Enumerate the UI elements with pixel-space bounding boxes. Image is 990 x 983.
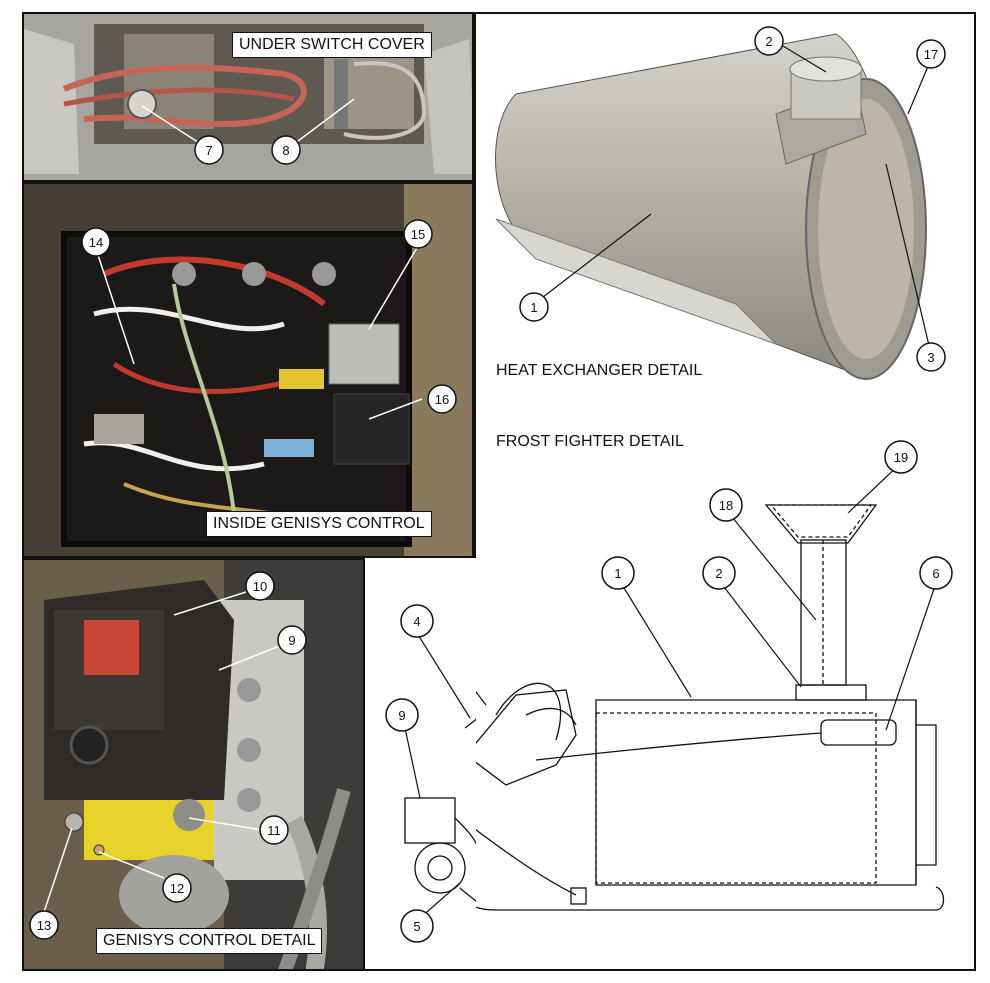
callout-6	[919, 556, 953, 590]
callout-11	[259, 815, 289, 845]
callout-3-label: 3	[927, 350, 934, 365]
callout-2-frost	[702, 556, 736, 590]
callout-15	[403, 219, 433, 249]
callout-4-label: 4	[413, 614, 420, 629]
callout-14	[81, 227, 111, 257]
callout-18-label: 18	[719, 498, 733, 513]
under-switch-cover-panel: 7 8 UNDER SWITCH COVER	[22, 12, 474, 182]
genisys-control-title: GENISYS CONTROL DETAIL	[96, 928, 323, 954]
callout-3	[916, 342, 946, 372]
callout-10-label: 10	[253, 579, 267, 594]
callout-17	[916, 39, 946, 69]
callout-2	[754, 26, 784, 56]
frost-fighter-panel: 19 18 1 2 6 FROST FIGHTER DETAIL	[474, 405, 976, 971]
callout-13-label: 13	[37, 918, 51, 933]
heat-exchanger-title: HEAT EXCHANGER DETAIL	[496, 362, 703, 379]
callout-18	[709, 488, 743, 522]
callout-5-label: 5	[413, 919, 420, 934]
callout-16	[427, 384, 457, 414]
genisys-control-detail-panel: 10 9 11 12 13 GENISYS CONTROL DETAIL	[22, 558, 365, 971]
callout-19-label: 19	[894, 450, 908, 465]
callout-16-label: 16	[435, 392, 449, 407]
heat-exchanger-photo: 2 17 1 3	[495, 26, 946, 380]
callout-8-label: 8	[282, 143, 289, 158]
frost-fighter-line-drawing: 19 18 1 2 6	[476, 440, 953, 911]
callout-15-label: 15	[411, 227, 425, 242]
callout-8	[271, 135, 301, 165]
callout-7-label: 7	[205, 143, 212, 158]
callout-1-frost	[601, 556, 635, 590]
callout-2-frost-label: 2	[715, 566, 722, 581]
callout-9-frost-label: 9	[398, 708, 405, 723]
callout-17-label: 17	[924, 47, 938, 62]
callout-1-label: 1	[530, 300, 537, 315]
callout-11-label: 11	[267, 823, 281, 838]
callout-9-label: 9	[288, 633, 295, 648]
switch-cover-title: UNDER SWITCH COVER	[232, 32, 432, 58]
frost-fighter-left-drawing: 4 9 5	[385, 604, 476, 943]
callout-1-frost-label: 1	[614, 566, 621, 581]
callout-9-frost	[385, 698, 419, 732]
callout-5	[400, 909, 434, 943]
callout-12-label: 12	[170, 881, 184, 896]
genisys-control-photo: 10 9 11 12 13	[24, 560, 363, 969]
callout-2-label: 2	[765, 34, 772, 49]
callout-14-label: 14	[89, 235, 103, 250]
callout-12	[162, 873, 192, 903]
callout-4	[400, 604, 434, 638]
frost-fighter-panel-left: 4 9 5	[363, 558, 476, 971]
callout-13	[29, 910, 59, 940]
inside-control-title: INSIDE GENISYS CONTROL	[206, 511, 432, 537]
inside-genisys-control-panel: 14 15 16 INSIDE GENISYS CONTROL	[22, 182, 474, 558]
callout-10	[245, 571, 275, 601]
inside-control-photo: 14 15 16	[24, 184, 472, 556]
callout-7	[194, 135, 224, 165]
callout-6-label: 6	[932, 566, 939, 581]
callout-9	[277, 625, 307, 655]
callout-19	[884, 440, 918, 474]
heat-exchanger-panel: 2 17 1 3 HEAT EXCHANGER DETAIL	[474, 12, 976, 407]
frost-fighter-title: FROST FIGHTER DETAIL	[496, 433, 684, 450]
callout-1	[519, 292, 549, 322]
